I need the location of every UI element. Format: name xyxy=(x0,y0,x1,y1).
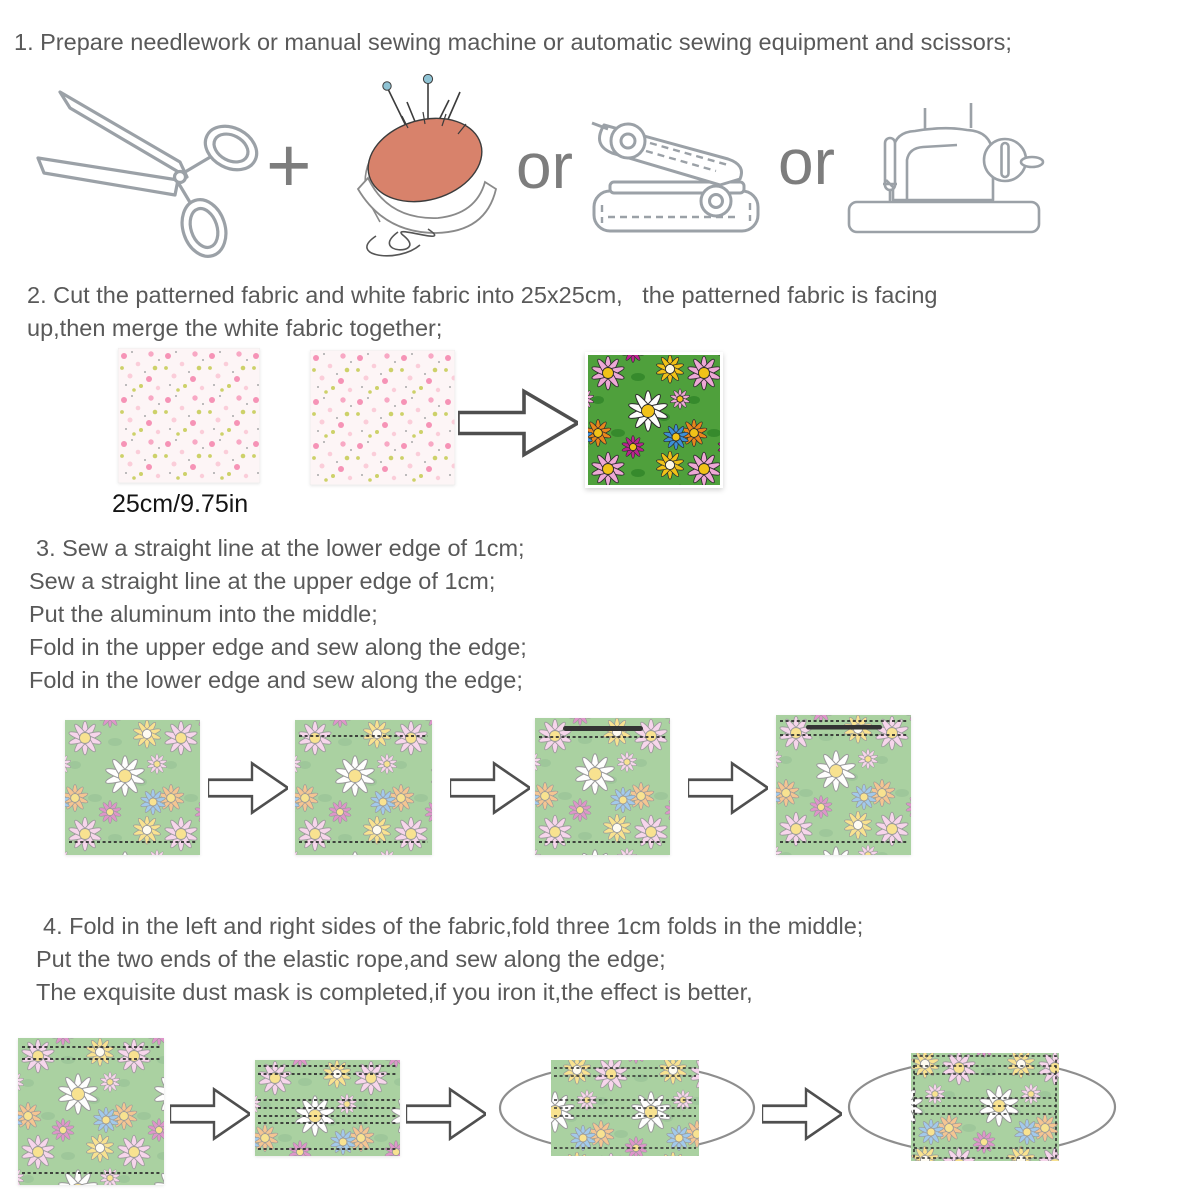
step-2-text: 2. Cut the patterned fabric and white fa… xyxy=(27,279,938,345)
step-3-text: 3. Sew a straight line at the lower edge… xyxy=(29,532,527,697)
finished-dust-mask xyxy=(847,1053,1117,1161)
step-4-line-2: Put the two ends of the elastic rope,and… xyxy=(36,946,666,972)
fabric-step3-stitch-bottom xyxy=(65,720,200,855)
arrow-right-icon xyxy=(762,1087,842,1141)
step-1-text: 1. Prepare needlework or manual sewing m… xyxy=(14,26,1012,59)
or-label-2: or xyxy=(778,126,835,198)
mask-body xyxy=(551,1060,699,1156)
step-4-line-3: The exquisite dust mask is completed,if … xyxy=(36,979,753,1005)
arrow-right-icon xyxy=(450,761,530,815)
arrow-right-icon xyxy=(208,761,288,815)
mask-body xyxy=(911,1053,1059,1161)
mask-with-ear-loop xyxy=(498,1060,756,1156)
step-2-line-2: up,then merge the white fabric together; xyxy=(27,315,443,341)
fabric-step4-start xyxy=(18,1038,164,1185)
step-4-line-1: 4. Fold in the left and right sides of t… xyxy=(43,913,864,939)
aluminum-strip xyxy=(563,726,643,731)
fabric-step3-stitch-top-bottom xyxy=(295,720,432,855)
fabric-swatch-pink-2 xyxy=(310,350,455,485)
or-label-1: or xyxy=(516,130,573,202)
plus-sign: + xyxy=(266,121,312,209)
arrow-right-icon xyxy=(170,1087,250,1141)
fabric-step4-pleated xyxy=(255,1060,400,1156)
step-3-line-5: Fold in the lower edge and sew along the… xyxy=(29,667,523,693)
step-4-text: 4. Fold in the left and right sides of t… xyxy=(36,910,863,1009)
fabric-step3-aluminum-strip xyxy=(535,718,670,855)
fabric-swatch-pink-1 xyxy=(118,348,260,483)
size-label: 25cm/9.75in xyxy=(112,490,249,518)
fabric-swatch-bright-floral xyxy=(585,352,723,488)
pin-cushion-icon xyxy=(356,73,498,257)
step-2-line-1: 2. Cut the patterned fabric and white fa… xyxy=(27,282,938,308)
arrow-right-icon xyxy=(458,389,578,457)
step-3-line-1: 3. Sew a straight line at the lower edge… xyxy=(36,535,525,561)
handheld-sewing-machine-icon xyxy=(591,121,760,233)
aluminum-strip xyxy=(806,725,882,730)
arrow-right-icon xyxy=(688,761,768,815)
step-3-line-4: Fold in the upper edge and sew along the… xyxy=(29,634,527,660)
step-3-line-3: Put the aluminum into the middle; xyxy=(29,601,378,627)
arrow-right-icon xyxy=(406,1087,486,1141)
sewing-machine-icon xyxy=(847,103,1045,234)
step-3-line-2: Sew a straight line at the upper edge of… xyxy=(29,568,496,594)
fabric-step3-folded-edges xyxy=(776,715,911,855)
scissors-icon xyxy=(36,90,259,258)
step-1-line-1: 1. Prepare needlework or manual sewing m… xyxy=(14,29,1012,55)
